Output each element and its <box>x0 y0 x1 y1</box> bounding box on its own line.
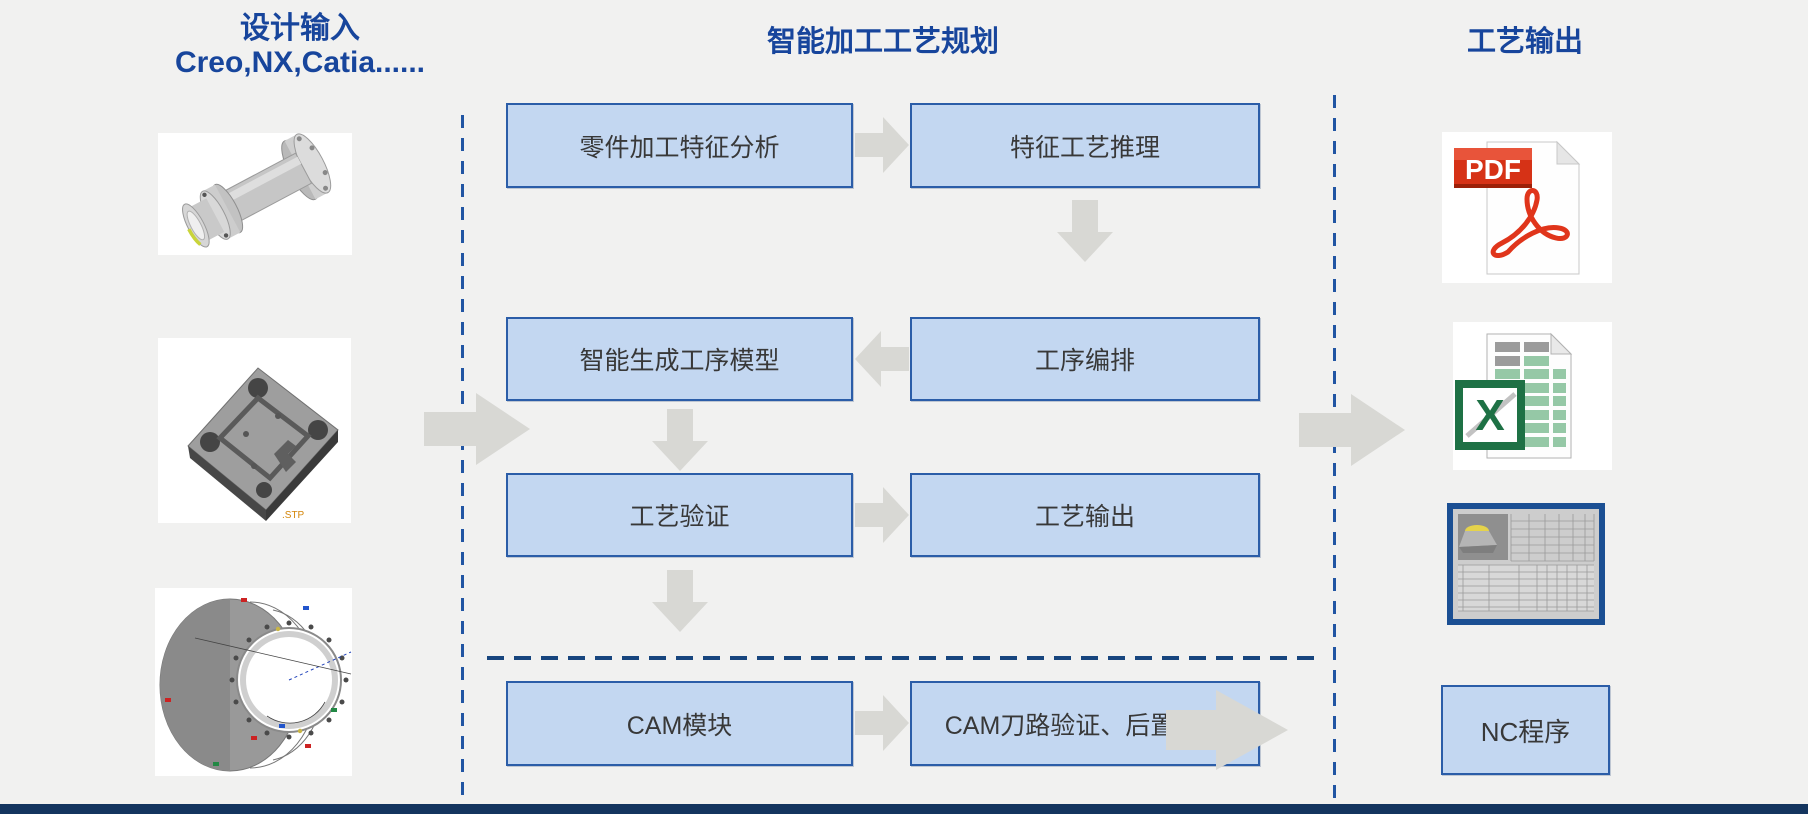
pdf-badge-label: PDF <box>1465 154 1521 185</box>
big-arrow-input-to-planning-icon <box>424 393 530 465</box>
left-dashed-divider <box>461 115 464 798</box>
pdf-output-tile: PDF <box>1442 132 1612 283</box>
nc-program-label: NC程序 <box>1480 716 1571 747</box>
arrow-right-icon <box>855 487 909 543</box>
excel-file-icon: X <box>1455 332 1573 459</box>
stp-watermark: .STP <box>282 510 305 521</box>
cam-section-dashed-divider <box>487 656 1320 660</box>
flow-box-label: 工序编排 <box>1034 347 1135 375</box>
adobe-swirl-icon <box>1490 188 1570 259</box>
process-planning-header: 智能加工工艺规划 <box>766 26 999 58</box>
flow-box-label: 工艺验证 <box>629 503 730 531</box>
arrow-down-icon <box>652 409 708 471</box>
excel-logo-letter: X <box>1475 391 1504 440</box>
flow-box-process-verification: 工艺验证 <box>506 473 853 557</box>
flow-box-label: 智能生成工序模型 <box>579 347 780 375</box>
machined-block-illustration: .STP <box>187 367 339 521</box>
flow-box-label: 零件加工特征分析 <box>579 133 780 162</box>
arrow-right-icon <box>855 117 909 173</box>
engine-casing-illustration <box>159 598 352 772</box>
shaft-model-image <box>158 133 352 255</box>
arrow-right-icon <box>855 695 909 751</box>
big-arrow-planning-to-output-icon <box>1299 394 1405 466</box>
design-input-header: 设计输入 Creo,NX,Catia...... <box>120 12 480 80</box>
excel-output-tile: X <box>1453 322 1612 470</box>
bottom-accent-bar <box>0 804 1808 814</box>
flow-box-label: 工艺输出 <box>1034 503 1135 531</box>
arrow-down-icon <box>652 570 708 632</box>
flow-box-process-sequencing: 工序编排 <box>910 317 1260 401</box>
flow-box-label: 特征工艺推理 <box>1009 133 1160 162</box>
flow-box-label: CAM模块 <box>626 711 733 740</box>
flow-box-cam-module: CAM模块 <box>506 681 853 766</box>
casing-model-image <box>155 588 352 776</box>
pencil-icon <box>1465 392 1517 438</box>
annotation-markers <box>165 598 337 766</box>
flow-box-feature-reasoning: 特征工艺推理 <box>910 103 1260 188</box>
process-card-image <box>1453 509 1599 619</box>
design-input-title: 设计输入 <box>240 12 360 45</box>
flow-box-model-generation: 智能生成工序模型 <box>506 317 853 401</box>
flow-box-feature-analysis: 零件加工特征分析 <box>506 103 853 188</box>
arrow-left-icon <box>855 331 909 387</box>
nc-program-box: NC程序 <box>1441 685 1610 775</box>
flanged-shaft-illustration <box>182 133 332 248</box>
design-input-subtitle: Creo,NX,Catia...... <box>174 46 426 79</box>
flow-box-process-output: 工艺输出 <box>910 473 1260 557</box>
process-output-header: 工艺输出 <box>1466 26 1583 58</box>
big-arrow-cam-to-nc-icon <box>1166 690 1288 770</box>
pdf-file-icon: PDF <box>1454 140 1581 275</box>
block-model-image: .STP <box>158 338 351 523</box>
process-card-output-tile <box>1447 503 1605 625</box>
arrow-down-icon <box>1057 200 1113 262</box>
